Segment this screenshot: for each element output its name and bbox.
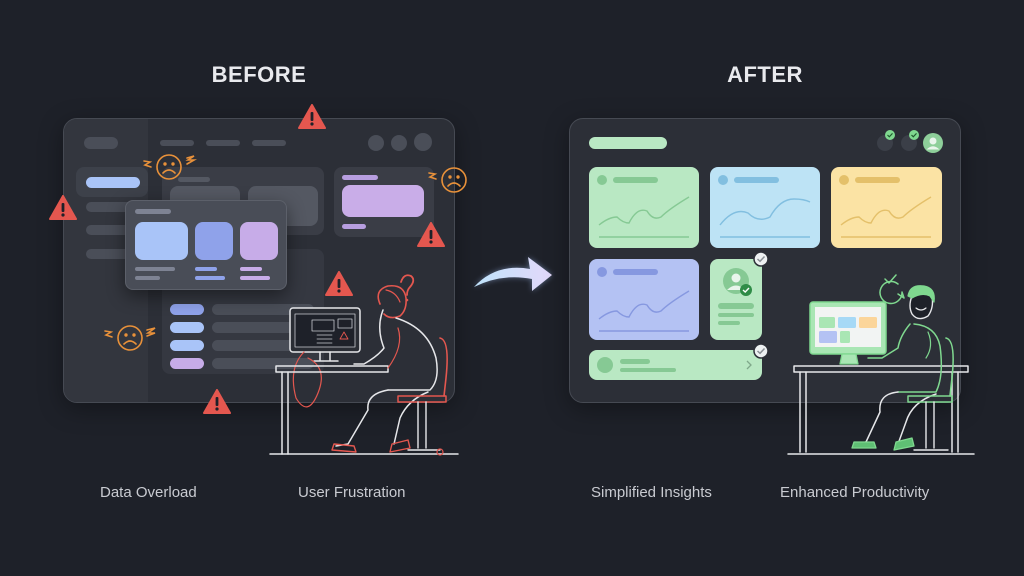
list-row [212, 322, 314, 333]
line-chart [598, 290, 690, 332]
warning-icon [325, 271, 353, 296]
card-label [342, 175, 378, 180]
toolbar-dot [368, 135, 384, 151]
sad-face-icon [428, 167, 467, 193]
list-tag [170, 322, 204, 333]
tile-label [195, 276, 225, 280]
check-icon [753, 343, 769, 359]
line-chart [598, 196, 690, 238]
warning-icon [298, 104, 326, 129]
curved-arrow-icon [474, 257, 552, 291]
insight-card-blue[interactable] [710, 167, 820, 248]
check-icon [909, 130, 919, 140]
profile-card[interactable] [710, 259, 762, 340]
caption-enhanced-productivity: Enhanced Productivity [780, 484, 930, 501]
tile-label [240, 276, 270, 280]
sidebar-item [86, 225, 142, 235]
check-icon [885, 130, 895, 140]
warning-icon [203, 389, 231, 414]
chevron-right-icon[interactable] [745, 360, 753, 370]
tile-label [240, 267, 262, 271]
line-chart [840, 196, 932, 238]
card-label [718, 303, 754, 309]
card-dot [597, 267, 607, 277]
card-label [855, 177, 900, 183]
line-chart [719, 198, 811, 238]
nav-item [206, 140, 240, 146]
purple-tile [240, 222, 278, 260]
caption-data-overload: Data Overload [100, 484, 197, 501]
list-row [212, 340, 314, 351]
before-heading: BEFORE [211, 62, 307, 87]
insight-card-green[interactable] [589, 167, 699, 248]
card-label [178, 177, 210, 182]
card-dot [839, 175, 849, 185]
sad-face-icon [143, 154, 198, 180]
card-dot [597, 175, 607, 185]
warning-icon [49, 195, 77, 220]
list-tag [170, 304, 204, 315]
list-row [212, 304, 314, 315]
list-avatar [597, 357, 613, 373]
list-subtitle [620, 368, 676, 372]
nav-item [252, 140, 286, 146]
list-title [620, 359, 650, 364]
insight-card-yellow[interactable] [831, 167, 942, 248]
check-icon [753, 251, 769, 267]
avatar-icon[interactable] [923, 133, 943, 153]
caption-simplified-insights: Simplified Insights [591, 484, 712, 501]
warning-icon [417, 222, 445, 247]
card-label [613, 269, 658, 275]
modal-title [135, 209, 171, 214]
insight-card-indigo[interactable] [589, 259, 699, 340]
caption-user-frustration: User Frustration [298, 484, 406, 501]
card-label [342, 224, 366, 229]
sidebar-item-active [86, 177, 140, 188]
card-label [718, 313, 754, 317]
after-heading: AFTER [727, 62, 803, 87]
tile-label [135, 267, 175, 271]
tile-label [135, 276, 160, 280]
indigo-tile [195, 222, 233, 260]
toolbar-dot [391, 135, 407, 151]
frustrated-user-illustration [269, 274, 459, 456]
nav-item [160, 140, 194, 146]
list-tag [170, 340, 204, 351]
card-label [613, 177, 658, 183]
dashboard-title-bar [589, 137, 667, 149]
list-tag [170, 358, 204, 369]
overlapping-modal [125, 200, 287, 290]
sad-face-icon [104, 325, 156, 351]
sidebar-item [86, 202, 142, 212]
user-verified-icon [723, 268, 752, 296]
list-item-card[interactable] [589, 350, 762, 380]
tile-label [195, 267, 217, 271]
sidebar-logo [84, 137, 118, 149]
blue-tile [135, 222, 188, 260]
purple-block [342, 185, 424, 217]
card-dot [718, 175, 728, 185]
sidebar-item [86, 249, 142, 259]
list-row [212, 358, 314, 369]
card-label [734, 177, 779, 183]
toolbar-dot [414, 133, 432, 151]
happy-user-illustration [787, 274, 975, 455]
card-label [718, 321, 740, 325]
